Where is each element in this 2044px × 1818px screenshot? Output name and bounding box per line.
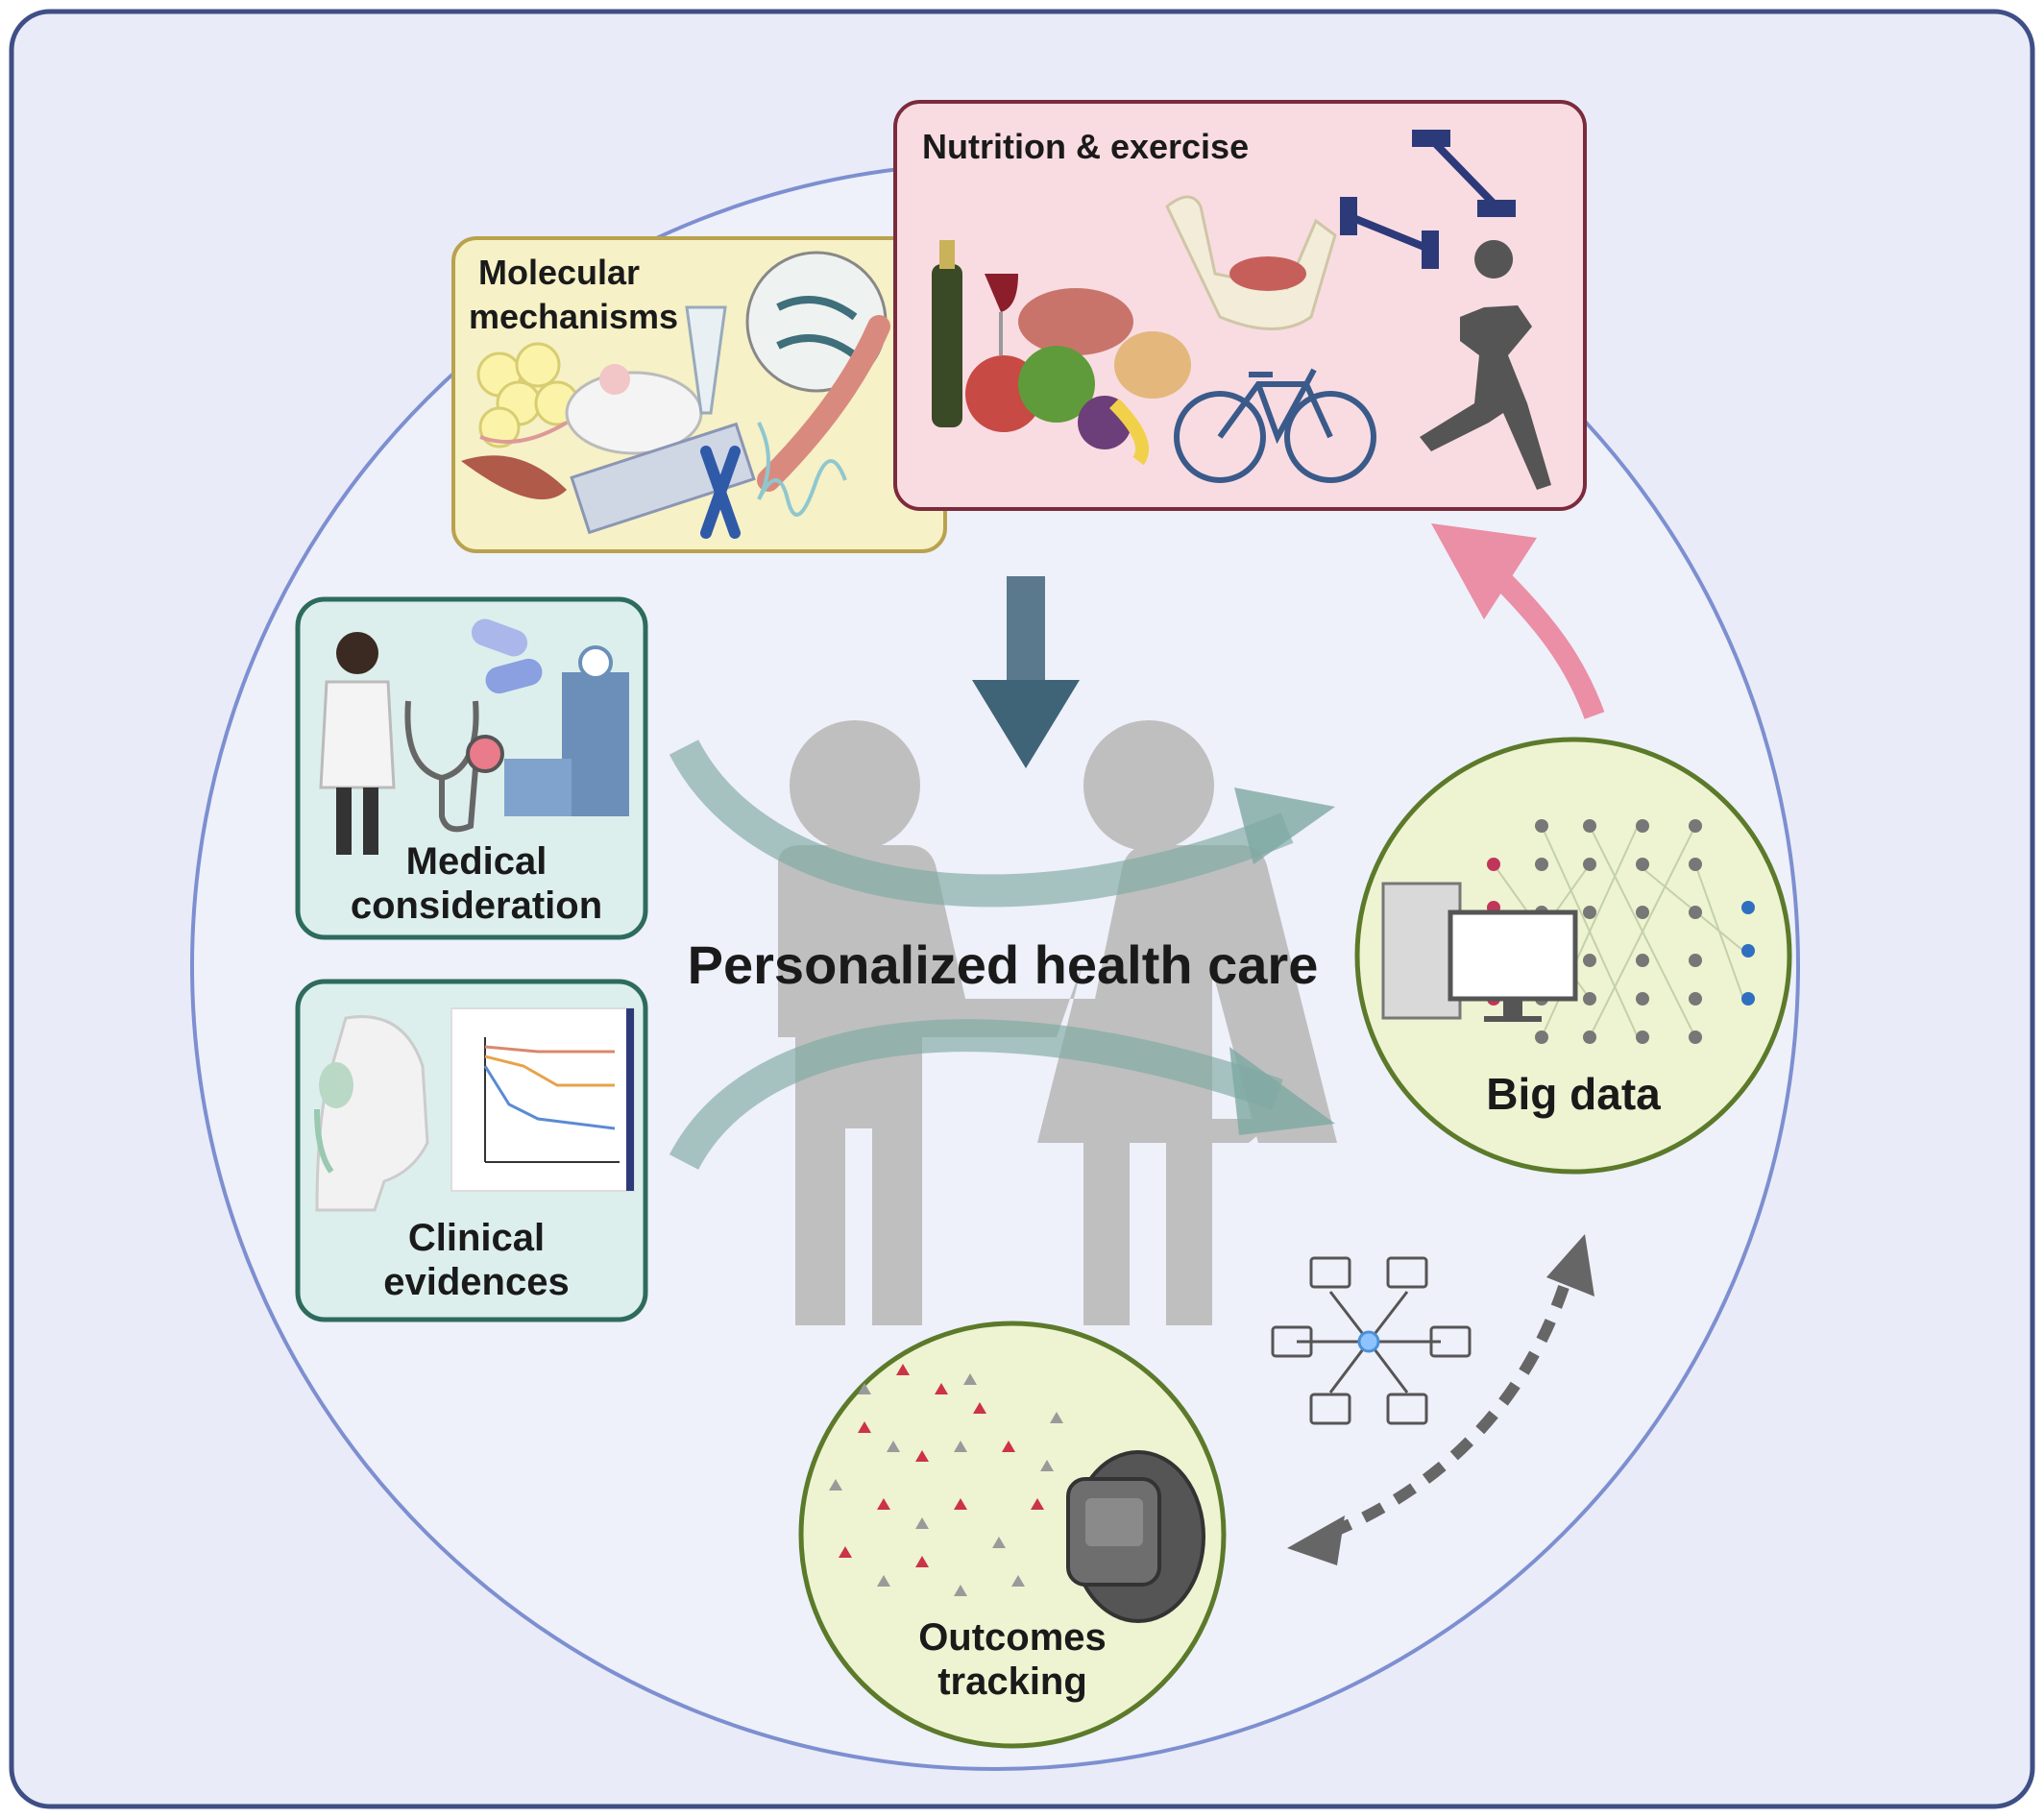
- protein-icon: [757, 422, 847, 517]
- pill-icon: [471, 618, 543, 694]
- flow-arrow-lower: [669, 1019, 1283, 1171]
- stethoscope-icon: [404, 700, 479, 833]
- bigdata-panel: Big data: [1354, 737, 1792, 1175]
- clinical-panel: Clinical evidences: [295, 979, 648, 1322]
- dashed-arrow: [1318, 1285, 1570, 1542]
- arm-icon: [1165, 195, 1337, 330]
- tube-icon: [685, 305, 727, 415]
- pink-arrow: [1491, 569, 1605, 719]
- survival-chart-icon: [450, 1007, 635, 1192]
- dna-strand-icon: [776, 296, 858, 359]
- flow-arrow-lower-head: [1229, 1047, 1335, 1135]
- bicycle-icon: [1174, 368, 1376, 483]
- hospital-icon: [504, 645, 629, 816]
- nutrition-label: Nutrition & exercise: [922, 127, 1249, 166]
- outcomes-panel: Outcomes tracking: [798, 1321, 1227, 1749]
- muscle-icon: [461, 455, 567, 499]
- dashed-arrow-head-down: [1287, 1515, 1345, 1565]
- clinical-label-1: Clinical: [408, 1217, 545, 1259]
- network-icon: [1271, 1256, 1472, 1425]
- computer-icon: [1381, 882, 1578, 1022]
- chromosome-icon: [700, 446, 741, 539]
- smartwatch-icon: [1066, 1450, 1205, 1623]
- medical-label-2: consideration: [351, 885, 602, 927]
- flow-arrow-upper-head: [1234, 788, 1335, 864]
- molecular-panel: Molecular mechanisms: [451, 236, 947, 553]
- bigdata-label: Big data: [1486, 1069, 1661, 1119]
- outcomes-label-2: tracking: [937, 1660, 1087, 1703]
- crowd-network-icon: [829, 1364, 1063, 1596]
- flow-arrow-upper: [669, 739, 1294, 908]
- medical-panel: Medical consideration: [295, 596, 648, 940]
- patient-icon: [314, 1015, 429, 1212]
- molecular-label-2: mechanisms: [469, 297, 678, 336]
- food-icon: [932, 240, 1191, 466]
- runner-icon: [1420, 240, 1551, 491]
- dumbbell-icon: [1340, 130, 1516, 269]
- nutrition-panel: Nutrition & exercise: [893, 100, 1587, 511]
- outcomes-label-1: Outcomes: [918, 1616, 1107, 1659]
- mouse-icon: [479, 364, 703, 455]
- stethoscope-head-icon: [466, 735, 504, 773]
- muscle-fiber-icon: [757, 315, 890, 492]
- scientist-icon: [319, 632, 396, 855]
- down-arrow: [972, 576, 1080, 768]
- people-icon: [778, 720, 1337, 1325]
- center-title: Personalized health care: [688, 934, 1319, 995]
- biceps-icon: [1229, 256, 1306, 291]
- molecular-label-1: Molecular: [478, 253, 640, 292]
- pink-arrow-head: [1431, 523, 1537, 619]
- clinical-label-2: evidences: [383, 1261, 569, 1303]
- dashed-arrow-head-up: [1546, 1234, 1594, 1297]
- medical-label-1: Medical: [406, 840, 548, 883]
